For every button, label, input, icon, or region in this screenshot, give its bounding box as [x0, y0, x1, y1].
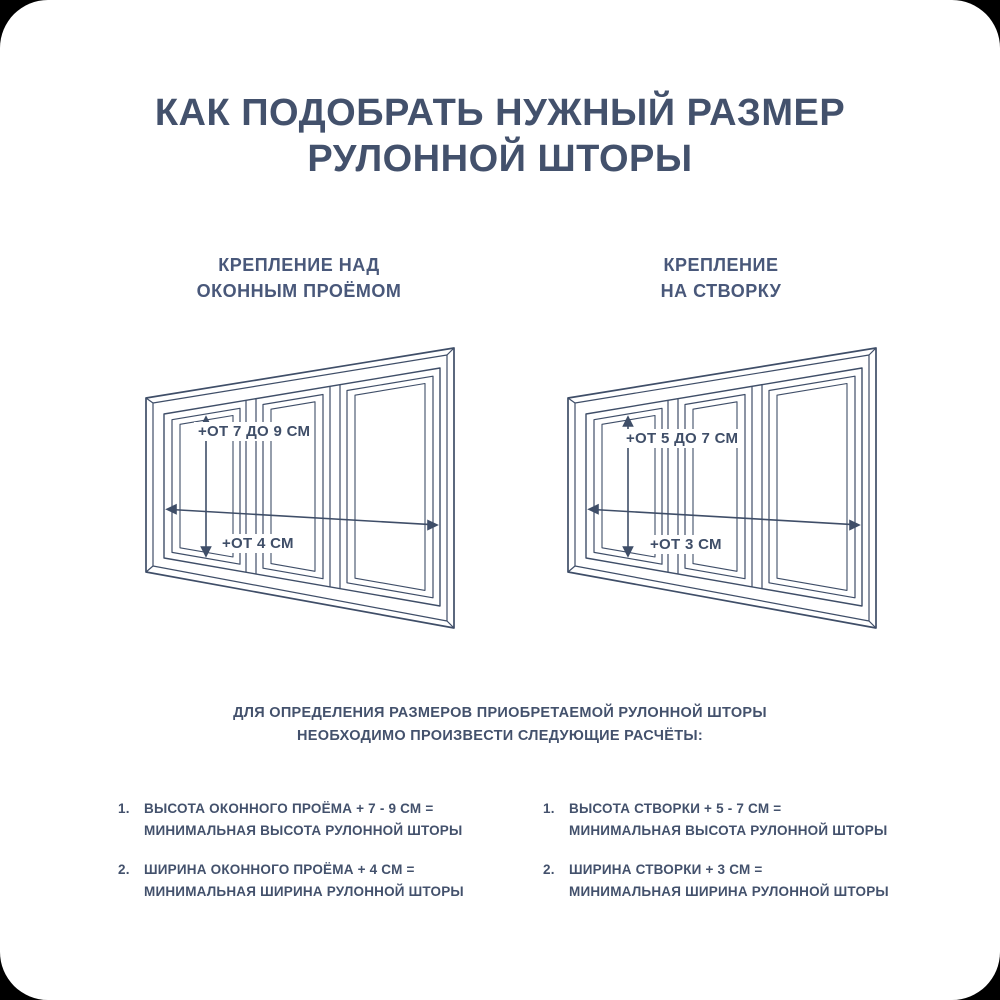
list-item-text: ВЫСОТА СТВОРКИ + 5 - 7 СМ = МИНИМАЛЬНАЯ …	[569, 798, 887, 841]
perspective-window-icon	[567, 347, 877, 629]
list-item-number: 2.	[543, 862, 555, 878]
left-subtitle-line1: КРЕПЛЕНИЕ НАД	[218, 255, 380, 275]
list-item-text: ШИРИНА ОКОННОГО ПРОЁМА + 4 СМ = МИНИМАЛЬ…	[144, 859, 464, 902]
list-item-text: ВЫСОТА ОКОННОГО ПРОЁМА + 7 - 9 СМ = МИНИ…	[144, 798, 462, 841]
right-calculation-list: 1. ВЫСОТА СТВОРКИ + 5 - 7 СМ = МИНИМАЛЬН…	[543, 798, 911, 920]
list-item-text-line1: ШИРИНА СТВОРКИ + 3 СМ =	[569, 862, 763, 878]
list-item-text-line1: ШИРИНА ОКОННОГО ПРОЁМА + 4 СМ =	[144, 862, 415, 878]
list-item: 2. ШИРИНА СТВОРКИ + 3 СМ = МИНИМАЛЬНАЯ Ш…	[543, 859, 911, 902]
left-column-subtitle: КРЕПЛЕНИЕ НАД ОКОННЫМ ПРОЁМОМ	[134, 252, 464, 304]
list-item: 1. ВЫСОТА СТВОРКИ + 5 - 7 СМ = МИНИМАЛЬН…	[543, 798, 911, 841]
list-item-text-line1: ВЫСОТА ОКОННОГО ПРОЁМА + 7 - 9 СМ =	[144, 801, 434, 816]
page-title: КАК ПОДОБРАТЬ НУЖНЫЙ РАЗМЕР РУЛОННОЙ ШТО…	[0, 90, 1000, 183]
list-item-text-line1: ВЫСОТА СТВОРКИ + 5 - 7 СМ =	[569, 801, 782, 816]
list-item: 2. ШИРИНА ОКОННОГО ПРОЁМА + 4 СМ = МИНИМ…	[118, 859, 486, 902]
right-width-measure-label: +ОТ 3 СМ	[646, 535, 726, 554]
list-item-number: 2.	[118, 862, 130, 878]
right-subtitle-line1: КРЕПЛЕНИЕ	[663, 255, 779, 275]
perspective-window-icon	[145, 347, 455, 629]
calculation-note-line1: ДЛЯ ОПРЕДЕЛЕНИЯ РАЗМЕРОВ ПРИОБРЕТАЕМОЙ Р…	[233, 705, 767, 721]
calculation-note-line2: НЕОБХОДИМО ПРОИЗВЕСТИ СЛЕДУЮЩИЕ РАСЧЁТЫ:	[297, 728, 703, 745]
list-item-number: 1.	[118, 801, 130, 816]
list-item-text-line2: МИНИМАЛЬНАЯ ШИРИНА РУЛОННОЙ ШТОРЫ	[569, 883, 889, 899]
list-item: 1. ВЫСОТА ОКОННОГО ПРОЁМА + 7 - 9 СМ = М…	[118, 798, 486, 841]
left-height-measure-label: +ОТ 7 ДО 9 СМ	[194, 422, 315, 441]
list-item-text-line2: МИНИМАЛЬНАЯ ВЫСОТА РУЛОННОЙ ШТОРЫ	[144, 822, 463, 838]
right-height-measure-label: +ОТ 5 ДО 7 СМ	[622, 429, 743, 448]
right-column-subtitle: КРЕПЛЕНИЕ НА СТВОРКУ	[556, 252, 886, 304]
list-item-text-line2: МИНИМАЛЬНАЯ ВЫСОТА РУЛОННОЙ ШТОРЫ	[569, 822, 888, 838]
right-subtitle-line2: НА СТВОРКУ	[660, 281, 782, 302]
list-item-number: 1.	[543, 801, 555, 816]
left-calculation-list: 1. ВЫСОТА ОКОННОГО ПРОЁМА + 7 - 9 СМ = М…	[118, 798, 486, 920]
measurement-arrows-icon	[587, 415, 861, 558]
calculation-note: ДЛЯ ОПРЕДЕЛЕНИЯ РАЗМЕРОВ ПРИОБРЕТАЕМОЙ Р…	[0, 702, 1000, 748]
list-item-text-line2: МИНИМАЛЬНАЯ ШИРИНА РУЛОННОЙ ШТОРЫ	[144, 883, 464, 899]
page-title-line1: КАК ПОДОБРАТЬ НУЖНЫЙ РАЗМЕР	[154, 92, 846, 134]
left-subtitle-line2: ОКОННЫМ ПРОЁМОМ	[196, 281, 402, 302]
left-width-measure-label: +ОТ 4 СМ	[218, 534, 298, 553]
right-window-diagram: +ОТ 5 ДО 7 СМ +ОТ 3 СМ	[556, 334, 886, 640]
list-item-text: ШИРИНА СТВОРКИ + 3 СМ = МИНИМАЛЬНАЯ ШИРИ…	[569, 859, 889, 902]
left-window-diagram: +ОТ 7 ДО 9 СМ +ОТ 4 СМ	[134, 334, 464, 640]
page-title-line2: РУЛОННОЙ ШТОРЫ	[307, 138, 693, 181]
